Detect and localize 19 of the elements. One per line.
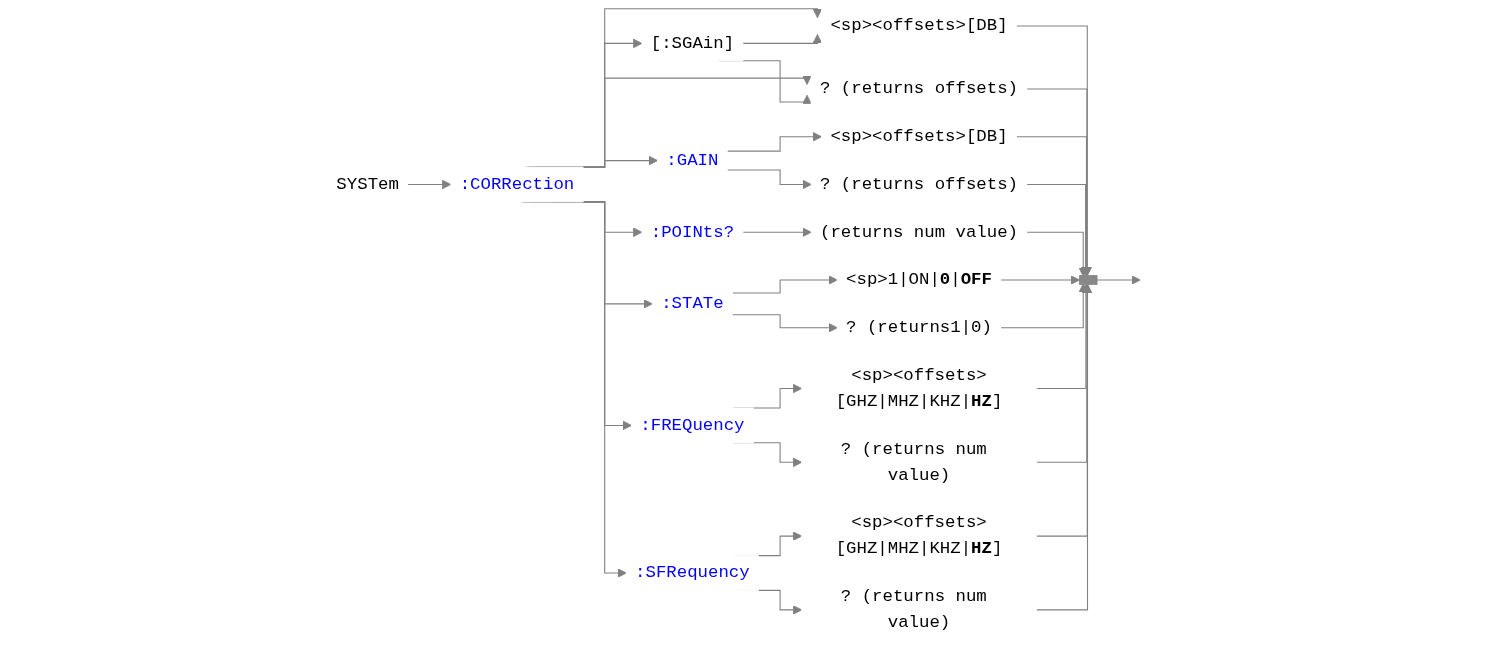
node-text: ? (returns1|0) — [846, 317, 993, 338]
node-text: ? (returns offsets) — [820, 174, 1019, 195]
arrow — [407, 179, 452, 190]
node-text: <sp><offsets>[GHZ|MHZ|KHZ|HZ] — [835, 513, 1003, 559]
node-text: :STATe — [661, 294, 724, 314]
node-text: :GAIN — [666, 150, 719, 171]
node-text: <sp><offsets>[GHZ|MHZ|KHZ|HZ] — [835, 365, 1003, 412]
node-text: ? (returns num value) — [841, 587, 987, 633]
node-text: SYSTem — [336, 174, 400, 195]
arrow — [1026, 88, 1092, 277]
node-text: <sp><offsets>[DB] — [830, 16, 1008, 36]
node-text: <sp>1|ON|0|OFF — [846, 270, 993, 290]
node-text: <sp><offsets>[DB] — [830, 126, 1008, 147]
node-text: :POINts? — [650, 222, 735, 243]
node-bar — [1079, 275, 1098, 285]
arrow — [1000, 275, 1081, 285]
node-text: ? (returns offsets) — [820, 79, 1019, 99]
node-text: (returns num value) — [820, 222, 1019, 243]
node-text: ? (returns num value) — [841, 439, 987, 486]
